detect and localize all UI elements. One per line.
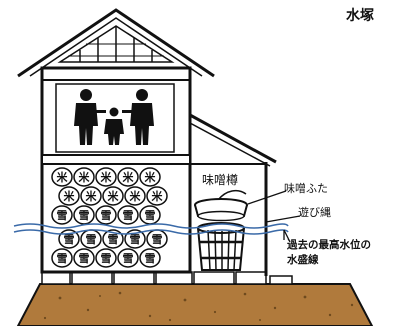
rice-bag: 雪 bbox=[117, 248, 139, 268]
roof bbox=[17, 8, 215, 78]
rice-bag-label: 雪 bbox=[101, 252, 112, 265]
miso-barrel bbox=[194, 189, 248, 271]
rice-bag-label: 雪 bbox=[108, 233, 119, 246]
upper-room bbox=[55, 83, 175, 153]
rice-bag-label: 雪 bbox=[101, 209, 112, 222]
rice-bag-label: 雪 bbox=[123, 209, 134, 222]
rice-bag-label: 雪 bbox=[152, 233, 163, 246]
rice-bag: 雪 bbox=[139, 205, 161, 225]
rice-bag: 雪 bbox=[73, 248, 95, 268]
rice-bag: 米 bbox=[146, 186, 168, 206]
ground-mound bbox=[16, 283, 374, 326]
rice-bag: 雪 bbox=[51, 248, 73, 268]
rice-bag: 雪 bbox=[139, 248, 161, 268]
rice-bag: 米 bbox=[73, 167, 95, 187]
rice-bag-label: 雪 bbox=[79, 209, 90, 222]
rice-bag-label: 雪 bbox=[57, 209, 68, 222]
rice-bag-label: 米 bbox=[85, 189, 98, 203]
diagram-title: 水塚 bbox=[346, 7, 374, 24]
rice-bag: 雪 bbox=[51, 205, 73, 225]
label-high-water-line-2: 水盛線 bbox=[286, 253, 319, 266]
rice-bag-label: 雪 bbox=[86, 233, 97, 246]
rice-bag: 雪 bbox=[95, 205, 117, 225]
label-miso-lid: 味噌ふた bbox=[284, 182, 328, 195]
stone-foundation bbox=[41, 271, 293, 285]
label-miso-barrel: 味噌樽 bbox=[202, 172, 238, 187]
rice-bag: 米 bbox=[102, 186, 124, 206]
rice-bag-label: 雪 bbox=[123, 252, 134, 265]
rice-bag-label: 米 bbox=[129, 189, 142, 203]
rice-bag: 雪 bbox=[73, 205, 95, 225]
rice-bag-label: 米 bbox=[144, 170, 157, 184]
family-icon bbox=[74, 89, 154, 145]
label-slack-rope: 遊び縄 bbox=[298, 205, 331, 219]
rice-bag-label: 雪 bbox=[64, 233, 75, 246]
rice-bag: 雪 bbox=[80, 229, 102, 249]
callout-leaders bbox=[247, 190, 301, 243]
rice-bag-label: 雪 bbox=[79, 252, 90, 265]
rice-bag-label: 米 bbox=[100, 170, 113, 184]
rice-bag-label: 米 bbox=[56, 170, 69, 184]
rice-bag: 米 bbox=[124, 186, 146, 206]
rice-bag-label: 雪 bbox=[145, 209, 156, 222]
rice-bag-label: 米 bbox=[78, 170, 91, 184]
rice-bag: 米 bbox=[58, 186, 80, 206]
rice-bag-stack: 米米米米米米米米米米雪雪雪雪雪雪雪雪雪雪雪雪雪雪雪 bbox=[51, 167, 168, 268]
rice-bag-label: 米 bbox=[151, 189, 164, 203]
rice-bag: 米 bbox=[95, 167, 117, 187]
rice-bag: 米 bbox=[117, 167, 139, 187]
rice-bag: 雪 bbox=[95, 248, 117, 268]
rice-bag-label: 米 bbox=[63, 189, 76, 203]
rice-bag-label: 米 bbox=[107, 189, 120, 203]
lean-to-shed bbox=[189, 113, 277, 276]
rice-bag: 米 bbox=[80, 186, 102, 206]
rice-bag-label: 雪 bbox=[130, 233, 141, 246]
storehouse-wall bbox=[40, 66, 192, 274]
rice-bag: 雪 bbox=[117, 205, 139, 225]
rice-bag: 雪 bbox=[102, 229, 124, 249]
rice-bag-label: 米 bbox=[122, 170, 135, 184]
rice-bag-label: 雪 bbox=[145, 252, 156, 265]
water-lines bbox=[13, 223, 289, 235]
rice-bag: 米 bbox=[51, 167, 73, 187]
rice-bag: 米 bbox=[139, 167, 161, 187]
rice-bag-label: 雪 bbox=[57, 252, 68, 265]
rice-bag: 雪 bbox=[146, 229, 168, 249]
label-high-water-line-1: 過去の最高水位の bbox=[286, 238, 371, 251]
